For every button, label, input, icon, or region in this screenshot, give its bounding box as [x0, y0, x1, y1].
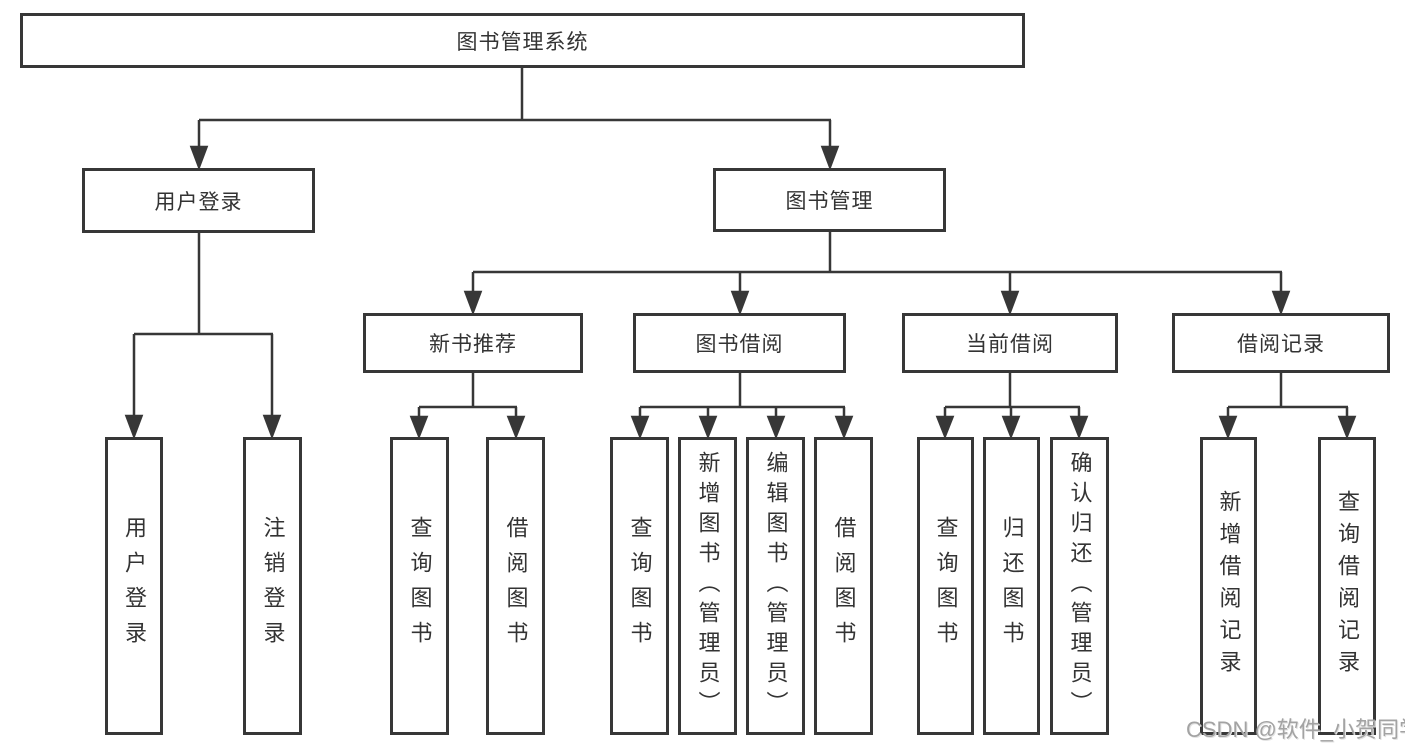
- leaf-borrowing-borrow-books: 借阅图书: [814, 437, 873, 735]
- leaf-borrowing-edit-books-admin-label: 编辑图书（管理员）: [763, 451, 789, 721]
- node-book-borrowing: 图书借阅: [633, 313, 846, 373]
- leaf-newbooks-query-books-label: 查询图书: [407, 516, 433, 656]
- leaf-current-confirm-return-admin-label: 确认归还（管理员）: [1067, 451, 1093, 721]
- node-new-book-recommend-label: 新书推荐: [429, 333, 517, 356]
- leaf-user-login: 用户登录: [105, 437, 163, 735]
- node-borrow-records-label: 借阅记录: [1237, 333, 1325, 356]
- leaf-newbooks-borrow-books: 借阅图书: [486, 437, 545, 735]
- connector-borrow-records-to-leaves: [1218, 373, 1357, 440]
- node-user-login-label: 用户登录: [154, 190, 243, 214]
- node-root-system: 图书管理系统: [20, 13, 1025, 68]
- leaf-borrowing-query-books-label: 查询图书: [627, 516, 653, 656]
- leaf-newbooks-borrow-books-label: 借阅图书: [503, 516, 529, 656]
- connector-current-borrow-to-leaves: [935, 373, 1089, 440]
- connector-book-borrow-to-leaves: [630, 373, 854, 440]
- node-current-borrowing: 当前借阅: [902, 313, 1118, 373]
- leaf-newbooks-query-books: 查询图书: [390, 437, 449, 735]
- leaf-records-query-record-label: 查询借阅记录: [1335, 490, 1360, 682]
- connector-new-books-to-leaves: [409, 373, 526, 440]
- leaf-borrowing-borrow-books-label: 借阅图书: [831, 516, 857, 656]
- leaf-logout: 注销登录: [243, 437, 302, 735]
- leaf-borrowing-add-books-admin-label: 新增图书（管理员）: [695, 451, 721, 721]
- leaf-borrowing-query-books: 查询图书: [610, 437, 669, 735]
- leaf-records-query-record: 查询借阅记录: [1318, 437, 1376, 735]
- leaf-current-query-books: 查询图书: [917, 437, 974, 735]
- node-book-management: 图书管理: [713, 168, 946, 232]
- node-current-borrowing-label: 当前借阅: [966, 333, 1054, 356]
- node-user-login: 用户登录: [82, 168, 315, 233]
- node-new-book-recommend: 新书推荐: [363, 313, 583, 373]
- connector-user-login-to-leaves: [124, 233, 282, 440]
- leaf-user-login-label: 用户登录: [122, 516, 147, 656]
- leaf-borrowing-add-books-admin: 新增图书（管理员）: [678, 437, 737, 735]
- leaf-current-query-books-label: 查询图书: [933, 516, 959, 656]
- leaf-current-confirm-return-admin: 确认归还（管理员）: [1050, 437, 1109, 735]
- node-book-management-label: 图书管理: [785, 190, 874, 213]
- connector-root-to-level2: [189, 68, 840, 171]
- leaf-logout-label: 注销登录: [260, 516, 286, 656]
- csdn-watermark: CSDN @软件_小贺同学: [1186, 717, 1405, 742]
- node-root-label: 图书管理系统: [456, 30, 589, 54]
- connector-book-mgmt-to-level3: [463, 232, 1291, 316]
- leaf-records-add-record-label: 新增借阅记录: [1216, 490, 1242, 682]
- leaf-current-return-books: 归还图书: [983, 437, 1040, 735]
- node-borrow-records: 借阅记录: [1172, 313, 1390, 373]
- node-book-borrowing-label: 图书借阅: [695, 333, 784, 356]
- leaf-current-return-books-label: 归还图书: [999, 516, 1025, 656]
- leaf-records-add-record: 新增借阅记录: [1200, 437, 1257, 735]
- leaf-borrowing-edit-books-admin: 编辑图书（管理员）: [746, 437, 805, 735]
